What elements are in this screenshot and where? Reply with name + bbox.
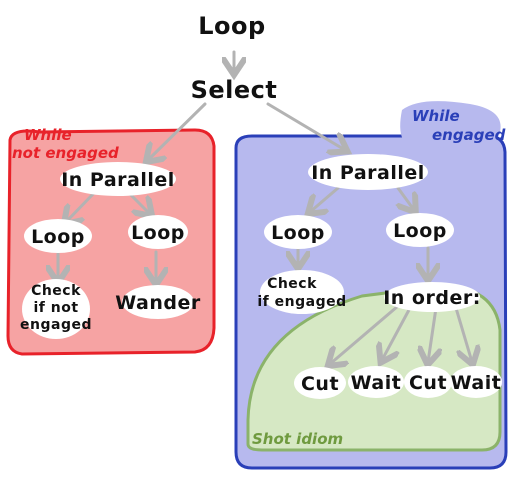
edge-parallel-left-loop-b	[126, 190, 150, 214]
edge-in-order-wait-1	[382, 306, 412, 360]
node-cut-2-label: Cut	[409, 372, 447, 394]
edge-in-order-cut-1	[330, 304, 400, 364]
node-check-not-engaged-line1: Check	[31, 283, 81, 299]
node-loop-right-b-label: Loop	[393, 220, 447, 242]
node-wander: Wander	[115, 285, 201, 319]
node-loop-left-b-blob	[128, 215, 188, 249]
node-in-order: In order:	[383, 282, 481, 312]
node-check-not-engaged-line3: engaged	[20, 317, 92, 333]
region-shot-idiom-label: Shot idiom	[252, 430, 343, 448]
node-parallel-left: In Parallel	[60, 162, 176, 196]
edge-select-parallel-right	[266, 102, 345, 150]
node-check-engaged-line2: if engaged	[257, 294, 346, 310]
edge-parallel-left-loop-a	[66, 190, 97, 222]
node-in-order-blob	[384, 282, 480, 312]
node-parallel-left-label: In Parallel	[61, 169, 175, 191]
node-parallel-right: In Parallel	[308, 154, 428, 190]
region-not-engaged-label-line2: not engaged	[12, 144, 119, 162]
node-cut-2-blob	[404, 366, 452, 398]
node-loop-root-label: Loop	[198, 12, 265, 40]
node-check-engaged-blob	[260, 270, 344, 314]
node-wait-1-blob	[348, 366, 404, 398]
node-check-not-engaged-blob	[22, 279, 90, 339]
node-loop-left-a-blob	[24, 219, 92, 253]
edges	[58, 50, 472, 364]
node-loop-left-b-label: Loop	[131, 222, 185, 244]
edge-select-parallel-left	[148, 102, 207, 160]
region-not-engaged-label-line1: While	[24, 126, 72, 144]
node-wait-2: Wait	[450, 366, 502, 398]
node-select: Select	[191, 76, 278, 104]
node-wait-1: Wait	[348, 366, 404, 398]
node-wait-1-label: Wait	[351, 372, 402, 394]
node-loop-right-a-blob	[264, 215, 332, 249]
region-engaged-label-line2: engaged	[432, 126, 506, 144]
node-wait-2-label: Wait	[451, 372, 502, 394]
node-loop-left-a: Loop	[24, 219, 92, 253]
edge-parallel-right-loop-b	[398, 186, 414, 210]
region-engaged-label-line1: While	[412, 107, 460, 125]
node-loop-right-b-blob	[386, 213, 454, 247]
node-loop-right-a-label: Loop	[271, 222, 325, 244]
node-check-engaged-line1: Check	[267, 276, 317, 292]
node-cut-1-label: Cut	[301, 373, 339, 395]
edge-parallel-right-loop-a	[310, 186, 340, 212]
node-loop-root: Loop	[198, 12, 265, 40]
node-parallel-right-label: In Parallel	[311, 162, 425, 184]
node-wander-blob	[122, 285, 194, 319]
node-wait-2-blob	[450, 366, 502, 398]
node-cut-2: Cut	[404, 366, 452, 398]
edge-in-order-wait-2	[454, 306, 472, 362]
node-wander-label: Wander	[115, 292, 201, 314]
node-parallel-left-blob	[60, 162, 176, 196]
edge-in-order-cut-2	[428, 306, 436, 362]
node-cut-1-blob	[294, 367, 346, 399]
node-loop-right-b: Loop	[386, 213, 454, 247]
node-cut-1: Cut	[294, 367, 346, 399]
node-loop-left-b: Loop	[128, 215, 188, 249]
node-loop-right-a: Loop	[264, 215, 332, 249]
node-in-order-label: In order:	[383, 287, 481, 309]
node-check-not-engaged-line2: if not	[33, 300, 78, 316]
node-select-label: Select	[191, 76, 278, 104]
node-parallel-right-blob	[308, 154, 428, 190]
node-check-engaged: Check if engaged	[257, 270, 346, 314]
node-loop-left-a-label: Loop	[31, 226, 85, 248]
region-engaged-label-blob	[400, 101, 501, 149]
node-check-not-engaged: Check if not engaged	[20, 279, 92, 339]
